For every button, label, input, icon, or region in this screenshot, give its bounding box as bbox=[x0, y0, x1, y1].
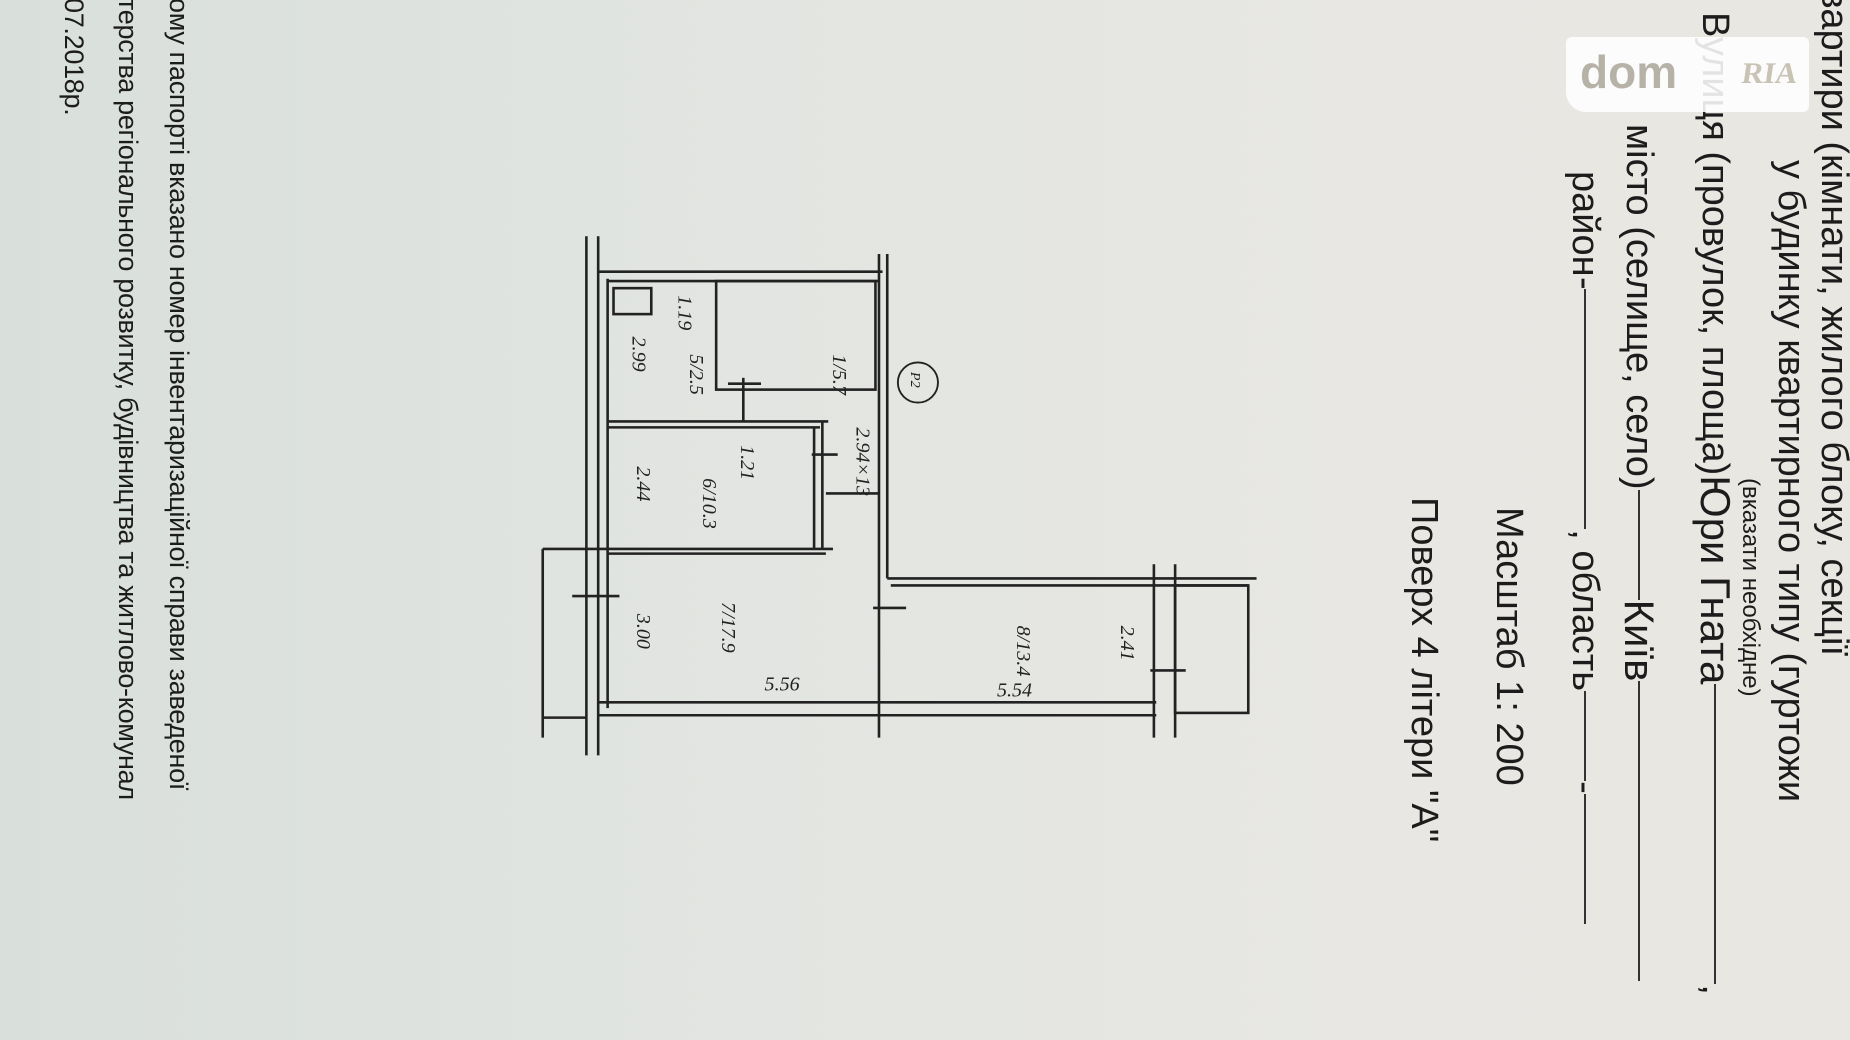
plan-label: Р2 bbox=[907, 371, 923, 388]
document-title-line2: у будинку квартирного типу (гуртожи bbox=[1770, 160, 1812, 803]
scale-text: Масштаб 1: 200 bbox=[1488, 507, 1530, 786]
plan-label: 5.56 bbox=[765, 673, 800, 695]
footer-line1: ому паспорті вказано номер інвентаризаці… bbox=[164, 0, 194, 791]
plan-label: 1.19 bbox=[673, 295, 695, 330]
district-value: - bbox=[1564, 276, 1606, 290]
plan-label: 2.41 bbox=[1116, 626, 1138, 661]
plan-label: 2.44 bbox=[632, 466, 654, 501]
watermark-brand: dom bbox=[1580, 46, 1678, 98]
plan-label: 1/5.7 bbox=[828, 354, 850, 396]
plan-label: 6/10.3 bbox=[698, 478, 720, 529]
footer-line2: терства регіонального розвитку, будівниц… bbox=[113, 0, 143, 800]
plan-label: 5.54 bbox=[997, 679, 1032, 701]
title-line2-text: у будинку квартирного типу (гуртожи bbox=[1770, 160, 1812, 803]
watermark-brand-ria: RIA bbox=[1739, 57, 1800, 90]
region-value: - bbox=[1564, 781, 1606, 794]
city-label: місто (селище, село) bbox=[1618, 124, 1660, 490]
document-title-line1: квартири (кімнати, жилого блоку, секції bbox=[1813, 0, 1850, 657]
hint-text: (вказати необхідне) bbox=[1737, 478, 1764, 697]
plan-label: 5/2.5 bbox=[685, 354, 707, 395]
plan-label: 7/17.9 bbox=[717, 602, 739, 653]
plan-label: 2.94×13 bbox=[852, 427, 874, 496]
plan-label: 2.99 bbox=[627, 337, 649, 372]
plan-label: 1.21 bbox=[736, 445, 758, 480]
district-row: район-, область- bbox=[1564, 171, 1606, 924]
floor-text: Поверх 4 літери "А" bbox=[1403, 497, 1445, 843]
footer-line3: 07.2018р. bbox=[59, 0, 89, 116]
plan-label: 3.00 bbox=[632, 613, 654, 649]
domria-watermark-logo: dom RIA bbox=[1566, 37, 1809, 112]
street-value: Юри Гната bbox=[1692, 475, 1739, 685]
floor-plan-walls bbox=[541, 236, 1257, 756]
city-value: Київ bbox=[1616, 599, 1663, 682]
city-row: місто (селище, село) Київ bbox=[1616, 124, 1663, 982]
plan-label: 8/13.4 bbox=[1012, 626, 1034, 677]
district-label: район bbox=[1564, 171, 1606, 277]
floor-plan-labels: 1.19 2.99 5/2.5 1/5.7 2.94×13 Р2 1.21 2.… bbox=[627, 295, 1137, 701]
region-label: , область bbox=[1564, 529, 1606, 692]
